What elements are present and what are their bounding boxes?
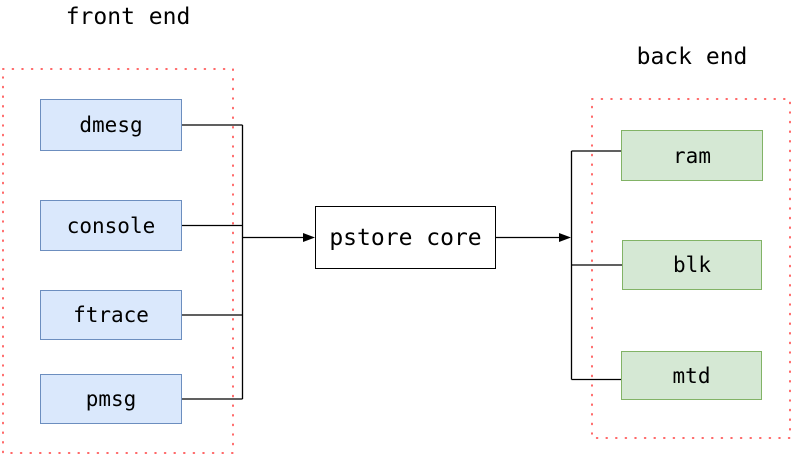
arrowhead-into-core bbox=[303, 233, 315, 242]
node-console: console bbox=[40, 200, 182, 251]
front-end-container-border bbox=[2, 68, 234, 454]
node-dmesg-label: dmesg bbox=[79, 113, 143, 137]
node-console-label: console bbox=[66, 213, 156, 238]
node-pstore-core-label: pstore core bbox=[329, 224, 482, 251]
node-dmesg: dmesg bbox=[40, 99, 182, 151]
arrowhead-into-backbus bbox=[559, 233, 571, 242]
node-pmsg: pmsg bbox=[40, 374, 182, 424]
node-blk-label: blk bbox=[673, 253, 711, 277]
node-mtd: mtd bbox=[621, 351, 762, 400]
node-pstore-core: pstore core bbox=[315, 206, 496, 269]
node-ram-label: ram bbox=[673, 143, 711, 168]
front-end-title: front end bbox=[65, 4, 191, 30]
node-blk: blk bbox=[622, 240, 762, 290]
node-ram: ram bbox=[621, 130, 763, 181]
back-end-title: back end bbox=[636, 44, 748, 70]
node-ftrace: ftrace bbox=[40, 290, 182, 340]
node-mtd-label: mtd bbox=[672, 363, 711, 388]
node-ftrace-label: ftrace bbox=[73, 303, 149, 327]
node-pmsg-label: pmsg bbox=[85, 387, 137, 411]
